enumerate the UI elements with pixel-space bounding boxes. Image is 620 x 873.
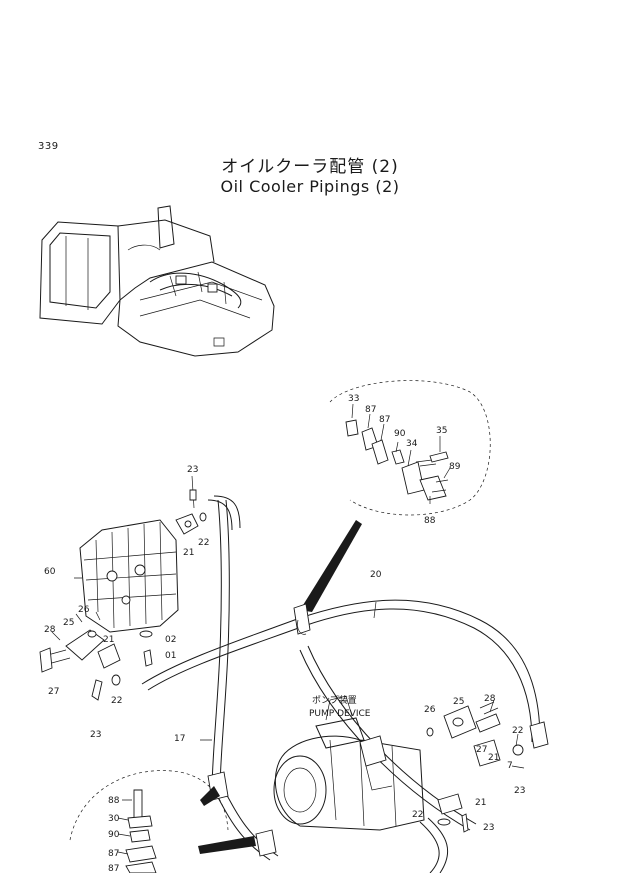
callout: 28 [44, 625, 56, 635]
oil-cooler-pipes [141, 499, 549, 873]
callout: 35 [436, 426, 447, 436]
callout: 30 [108, 814, 120, 824]
callout: 34 [406, 439, 418, 449]
callout: 88 [108, 796, 120, 806]
callout: 22 [412, 810, 423, 820]
pointer-arrow-lower-2 [198, 836, 256, 854]
callout: 25 [453, 697, 464, 707]
callout: 25 [63, 618, 74, 628]
callout: 01 [165, 651, 176, 661]
callout: 7 [507, 761, 513, 771]
callout: 90 [108, 830, 120, 840]
callout: 88 [424, 516, 436, 526]
callout: 27 [476, 745, 487, 755]
callout: 33 [348, 394, 359, 404]
page-title-english: Oil Cooler Pipings (2) [220, 177, 400, 196]
callout: 23 [483, 823, 494, 833]
callout: 23 [514, 786, 525, 796]
callout: 23 [187, 465, 198, 475]
pump-device-label-jp: ポンプ装置 [312, 694, 357, 706]
callout: 87 [365, 405, 376, 415]
excavator-overview-illustration [39, 205, 275, 357]
callout: 23 [90, 730, 101, 740]
callout-labels: 33 87 87 90 34 35 89 88 23 21 22 60 26 2… [44, 394, 525, 873]
callout: 26 [424, 705, 436, 715]
callout: 60 [44, 567, 56, 577]
callout: 28 [484, 694, 496, 704]
callout: 87 [379, 415, 390, 425]
pump-device-assembly [200, 601, 525, 833]
callout: 90 [394, 429, 406, 439]
callout: 22 [512, 726, 523, 736]
callout: 22 [111, 696, 122, 706]
callout: 87 [108, 864, 119, 873]
detail-view-upper [329, 380, 491, 516]
callout: 21 [183, 548, 194, 558]
callout: 27 [48, 687, 59, 697]
pump-device-label-en: PUMP DEVICE [309, 709, 371, 719]
callout: 20 [370, 570, 382, 580]
pointer-arrow-lower-1 [200, 786, 220, 806]
detail-view-lower [69, 770, 229, 873]
callout: 21 [488, 753, 499, 763]
callout: 22 [198, 538, 209, 548]
callout: 02 [165, 635, 176, 645]
callout: 89 [449, 462, 461, 472]
callout: 26 [78, 605, 90, 615]
page-number: 339 [38, 141, 59, 152]
callout: 21 [475, 798, 486, 808]
callout: 21 [103, 635, 114, 645]
callout: 17 [174, 734, 185, 744]
callout: 87 [108, 849, 119, 859]
pointer-arrow-upper [300, 520, 362, 612]
page-title-japanese: オイルクーラ配管 (2) [221, 157, 399, 177]
control-valve-assembly [39, 475, 241, 701]
